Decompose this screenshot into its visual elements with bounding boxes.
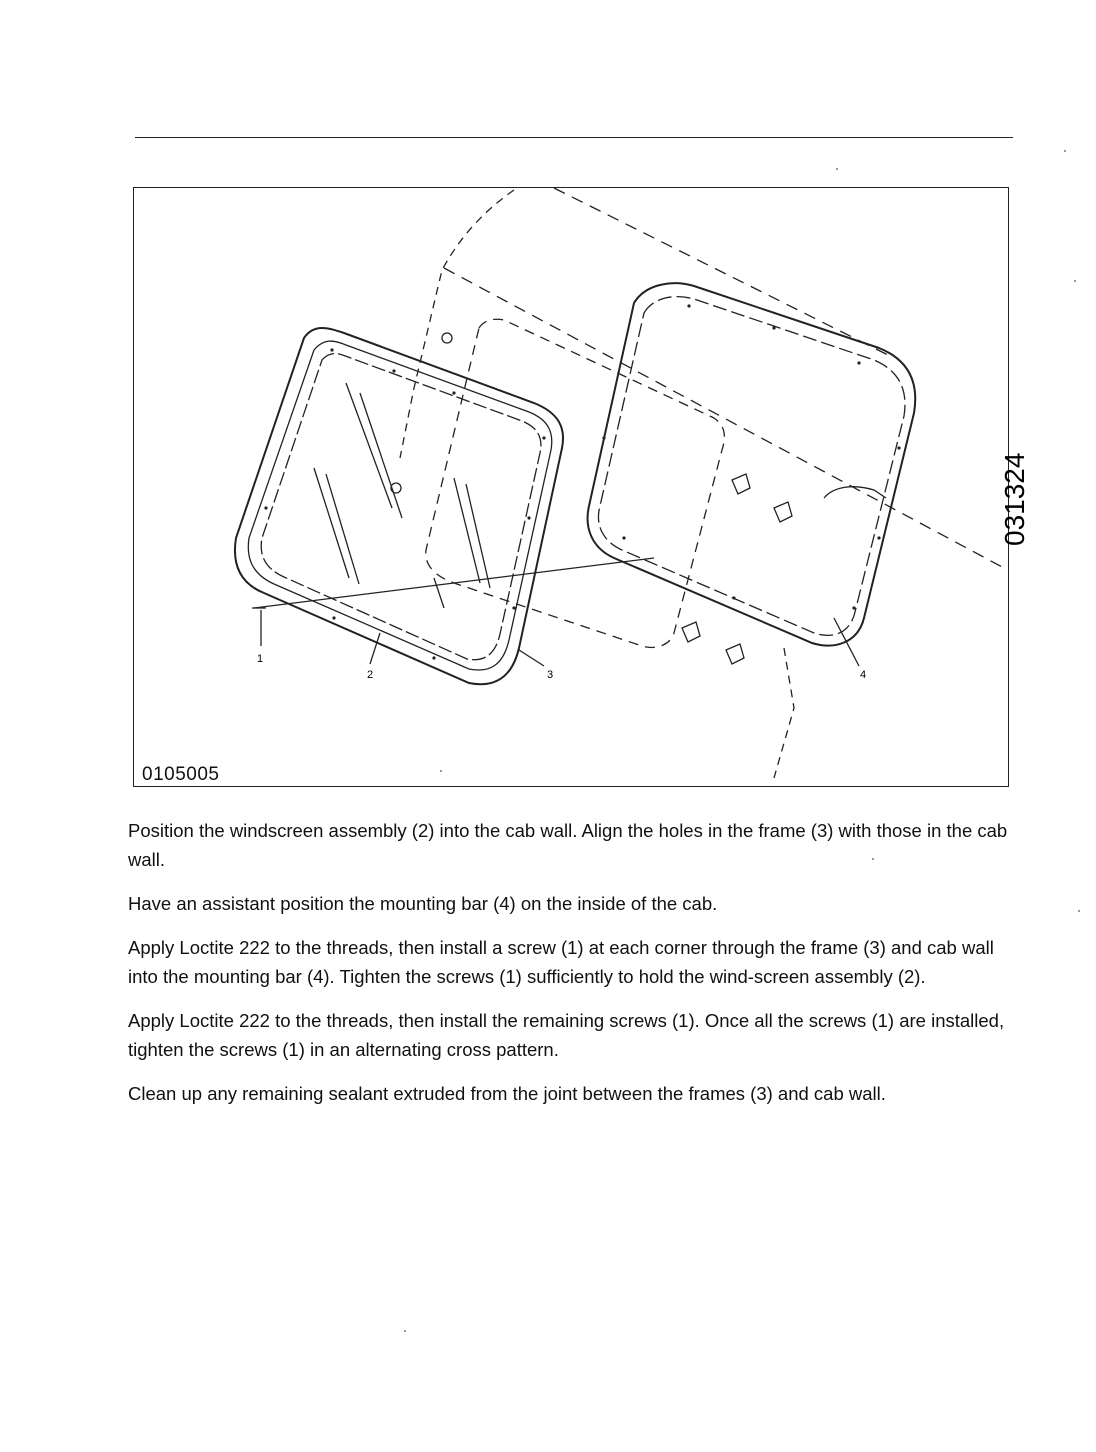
paragraph: Apply Loctite 222 to the threads, then i… (128, 1010, 1005, 1060)
callout-3: 3 (547, 669, 553, 681)
callout-2: 2 (367, 669, 373, 681)
scan-speck (440, 770, 442, 772)
scan-speck (872, 858, 874, 860)
paragraph: Clean up any remaining sealant extruded … (128, 1083, 886, 1104)
figure-frame: 1 2 3 4 031324 0105005 (133, 187, 1030, 787)
scan-speck (1078, 910, 1080, 912)
paragraph: Apply Loctite 222 to the threads, then i… (128, 937, 994, 987)
callout-4: 4 (860, 669, 866, 681)
windscreen-exploded-diagram: 1 2 3 4 031324 (234, 187, 1030, 779)
paragraph: Position the windscreen assembly (2) int… (128, 820, 1008, 870)
paragraph: Have an assistant position the mounting … (128, 893, 718, 914)
scan-speck (404, 1330, 406, 1332)
callout-1: 1 (257, 653, 263, 665)
figure-id: 0105005 (142, 764, 220, 785)
drawing-number: 031324 (999, 453, 1030, 546)
scan-speck (1064, 150, 1066, 152)
instruction-text: Position the windscreen assembly (2) int… (128, 816, 1018, 1123)
scan-speck (1074, 280, 1076, 282)
scan-speck (836, 168, 838, 170)
header-rule (135, 137, 1013, 138)
